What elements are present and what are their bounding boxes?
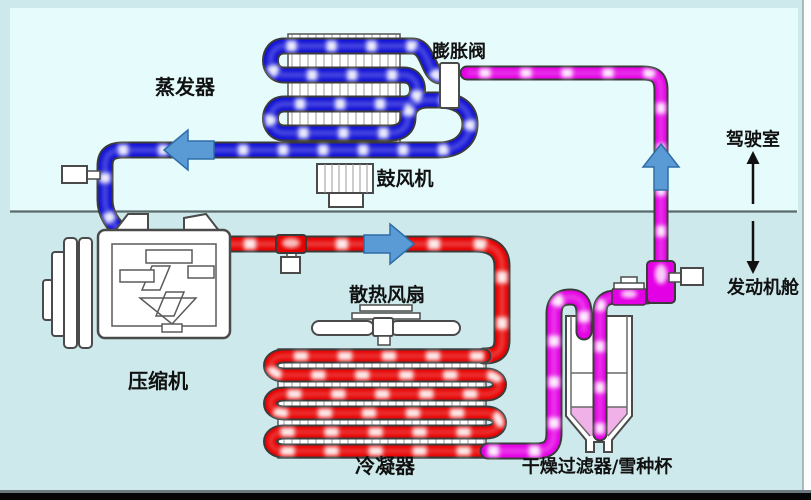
compressor [42, 212, 232, 349]
expansion-valve [439, 62, 460, 109]
bottom-gray-line [0, 490, 811, 493]
fan-hub [372, 317, 394, 337]
engine-bay-arrow-icon [746, 221, 760, 274]
blower [316, 163, 374, 208]
label-expansion-valve: 膨胀阀 [431, 41, 486, 63]
suction-service-port [61, 165, 101, 184]
flow-arrow-right-icon [363, 222, 416, 266]
label-drier: 干燥过滤器/雪种杯 [522, 456, 674, 478]
compressor-pulley [42, 237, 93, 349]
liquid-service-port [668, 267, 704, 286]
drier-inner-wall [570, 316, 628, 437]
label-compressor: 压缩机 [128, 369, 188, 393]
fan-blade-left [311, 320, 375, 336]
right-edge-strip [803, 0, 811, 490]
condenser-fins [277, 348, 487, 459]
label-blower: 鼓风机 [376, 167, 433, 190]
bottom-black-bar [0, 493, 811, 500]
flow-arrow-up-icon [641, 142, 681, 191]
label-evaporator: 蒸发器 [155, 75, 216, 99]
compressor-body [96, 228, 232, 340]
discharge-coupling [275, 234, 307, 254]
fan-blade-right [389, 320, 461, 336]
sight-glass [611, 276, 647, 306]
label-cabin: 驾驶室 [726, 129, 780, 151]
label-condenser: 冷凝器 [355, 454, 416, 478]
label-cooling-fan: 散热风扇 [349, 283, 425, 306]
cooling-fan [311, 304, 461, 346]
flow-arrow-left-icon [162, 128, 215, 172]
cabin-arrow-icon [746, 151, 760, 204]
label-engine-bay: 发动机舱 [726, 277, 800, 299]
